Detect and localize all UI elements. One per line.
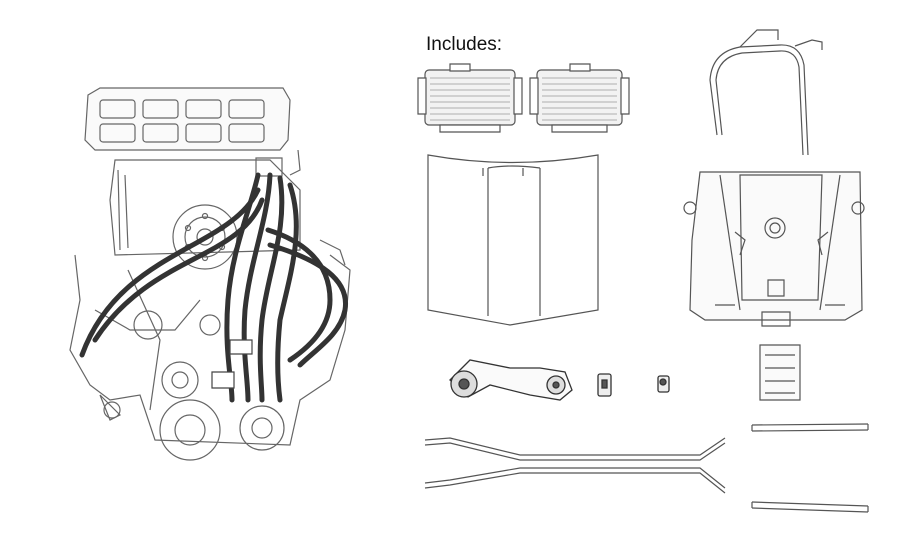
small-clip — [598, 374, 611, 396]
small-box-part — [760, 345, 800, 400]
roll-bar — [710, 30, 822, 155]
radiator-left — [418, 64, 522, 132]
radiator-right — [530, 64, 629, 132]
small-connector — [658, 376, 669, 392]
includes-heading: Includes: — [426, 34, 503, 55]
pulley-bracket — [450, 360, 572, 400]
radiator-left-fins — [430, 78, 510, 120]
spark-plug-wires — [82, 175, 346, 400]
engine-illustration — [70, 88, 350, 460]
long-rail-upper — [425, 438, 725, 460]
hood-panel — [428, 155, 598, 325]
short-rail-upper — [752, 424, 868, 431]
chassis-frame — [684, 172, 864, 326]
wire-holders — [212, 340, 252, 388]
short-rail-lower — [752, 502, 868, 512]
long-rail-lower — [425, 468, 725, 493]
radiator-right-fins — [542, 78, 617, 120]
